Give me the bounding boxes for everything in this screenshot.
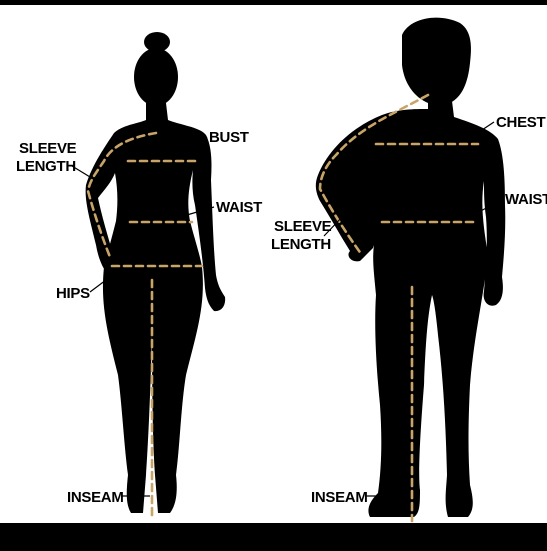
woman-waist-label: WAIST xyxy=(216,199,262,216)
woman-bust-label: BUST xyxy=(209,129,249,146)
woman-sleeve-label-line2: LENGTH xyxy=(16,158,76,175)
man-sleeve-label-line1: SLEEVE xyxy=(274,218,332,235)
size-guide-frame: SLEEVE LENGTH BUST WAIST HIPS INSEAM CHE… xyxy=(0,5,547,523)
man-waist-label: WAIST xyxy=(505,191,547,208)
woman-inseam-label: INSEAM xyxy=(67,489,124,506)
woman-hips-label: HIPS xyxy=(56,285,90,302)
man-inseam-label: INSEAM xyxy=(311,489,368,506)
man-body xyxy=(316,101,505,517)
woman-figure xyxy=(86,32,226,513)
man-sleeve-label-line2: LENGTH xyxy=(271,236,331,253)
man-head xyxy=(402,18,471,103)
woman-head xyxy=(134,48,178,106)
woman-sleeve-label-line1: SLEEVE xyxy=(19,140,77,157)
measurement-diagram: SLEEVE LENGTH BUST WAIST HIPS INSEAM CHE… xyxy=(0,5,547,523)
man-figure xyxy=(316,18,505,517)
woman-body xyxy=(86,103,226,513)
man-chest-label: CHEST xyxy=(496,114,545,131)
